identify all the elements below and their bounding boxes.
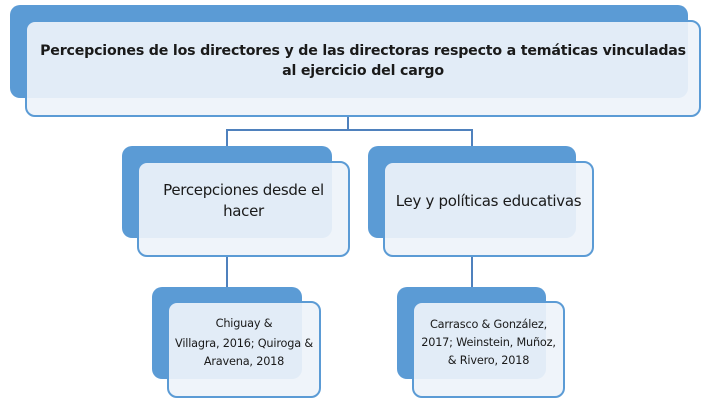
branch-left-label: Percepciones desde el hacer (163, 181, 324, 220)
root-node-card: Percepciones de los directores y de las … (25, 20, 701, 117)
branch-right-card: Ley y políticas educativas (383, 161, 594, 257)
root-node-label: Percepciones de los directores y de las … (40, 42, 686, 79)
connector-left-child (226, 257, 228, 287)
leaf-left-line1: Chiguay & (215, 316, 273, 330)
connector-horizontal (226, 129, 473, 131)
leaf-right-card: Carrasco & González, 2017; Weinstein, Mu… (412, 301, 565, 398)
connector-left-down (226, 129, 228, 146)
connector-right-child (471, 257, 473, 287)
branch-right-label: Ley y políticas educativas (395, 191, 582, 210)
leaf-left-line2: Villagra, 2016; Quiroga & Aravena, 2018 (175, 336, 313, 368)
connector-root-down (347, 116, 349, 131)
leaf-left-card: Chiguay & Villagra, 2016; Quiroga & Arav… (167, 301, 321, 398)
leaf-right-label: Carrasco & González, 2017; Weinstein, Mu… (421, 317, 556, 367)
branch-left-card: Percepciones desde el hacer (137, 161, 350, 257)
connector-right-down (471, 129, 473, 146)
